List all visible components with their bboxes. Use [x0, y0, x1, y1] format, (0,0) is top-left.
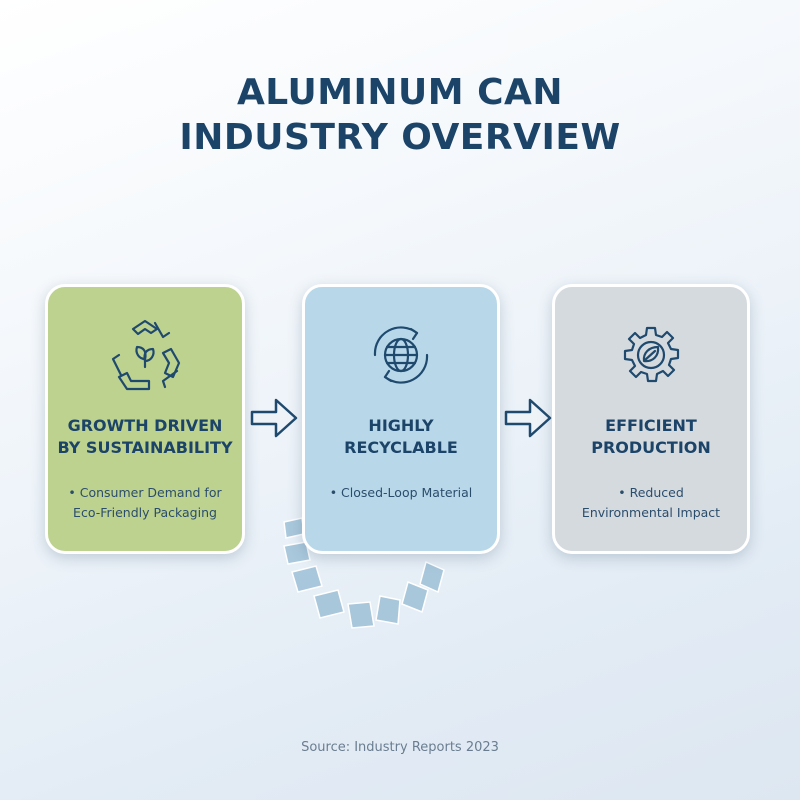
arrow-right-icon [504, 398, 552, 438]
step-bullet-line-1: • Consumer Demand for [68, 485, 222, 500]
step-card-recyclable: HIGHLY RECYCLABLE • Closed-Loop Material [302, 284, 500, 554]
gear-leaf-icon [623, 326, 680, 383]
recycle-icon [111, 319, 181, 391]
step-bullet-line-1: • Closed-Loop Material [329, 485, 473, 500]
step-heading-line-1: HIGHLY [368, 416, 434, 435]
source-note: Source: Industry Reports 2023 [301, 740, 499, 755]
recycling-loop-decoration [283, 517, 445, 629]
arrow-right-icon [250, 398, 298, 438]
step-heading: GROWTH DRIVEN BY SUSTAINABILITY [48, 415, 242, 459]
step-heading-line-2: BY SUSTAINABILITY [57, 438, 233, 457]
step-heading-line-1: EFFICIENT [605, 416, 697, 435]
title-line-2: INDUSTRY OVERVIEW [179, 117, 621, 158]
step-bullet-line-1: • Reduced [618, 485, 684, 500]
step-heading-line-2: PRODUCTION [591, 438, 711, 457]
step-bullet: • Closed-Loop Material [305, 483, 497, 503]
globe-cycle-icon [373, 326, 429, 384]
step-bullet-line-2: Eco-Friendly Packaging [73, 505, 217, 520]
page-title: ALUMINUM CAN INDUSTRY OVERVIEW [0, 70, 800, 160]
step-heading-line-1: GROWTH DRIVEN [67, 416, 223, 435]
title-line-1: ALUMINUM CAN [236, 72, 564, 113]
step-heading: EFFICIENT PRODUCTION [555, 415, 747, 459]
step-bullet: • Reduced Environmental Impact [555, 483, 747, 523]
step-bullet-line-2: Environmental Impact [581, 505, 721, 520]
step-heading: HIGHLY RECYCLABLE [305, 415, 497, 459]
step-bullet: • Consumer Demand for Eco-Friendly Packa… [48, 483, 242, 523]
step-heading-line-2: RECYCLABLE [344, 438, 458, 457]
step-card-production: EFFICIENT PRODUCTION • Reduced Environme… [552, 284, 750, 554]
step-card-growth: GROWTH DRIVEN BY SUSTAINABILITY • Consum… [45, 284, 245, 554]
